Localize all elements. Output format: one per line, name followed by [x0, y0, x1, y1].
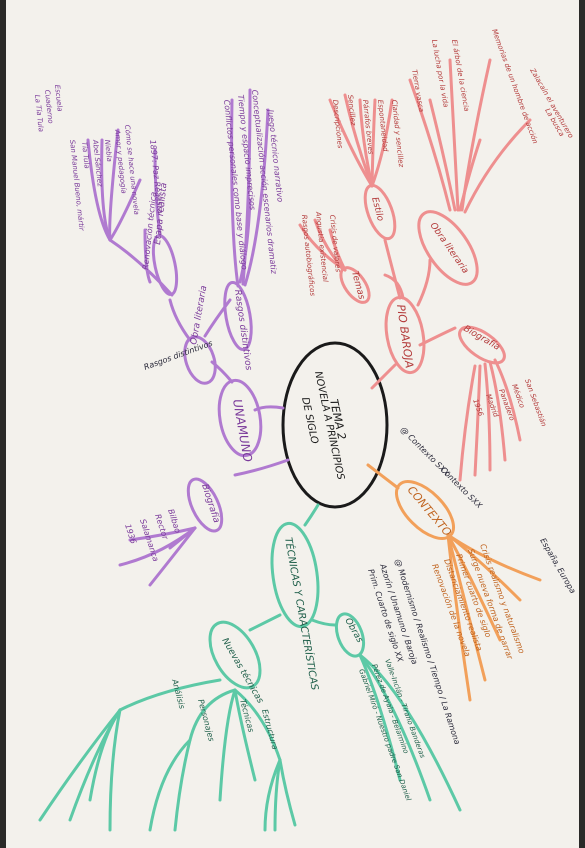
branch-tecnicas [38, 503, 462, 832]
branch-contexto [366, 463, 542, 702]
nivola-2: Niebla [103, 139, 113, 162]
nivola-extra-0: Escuela [53, 84, 64, 112]
nivola-extra-2: La Tía Tula [33, 94, 45, 132]
estilo-item-3: Sencillez [346, 94, 357, 126]
branch-unamuno [86, 88, 290, 587]
nivola-extra-1: Cuaderno [43, 89, 55, 124]
nivola-4: Tía Tula [80, 141, 91, 169]
paper [4, 0, 581, 848]
branch-pio-baroja [298, 58, 532, 482]
